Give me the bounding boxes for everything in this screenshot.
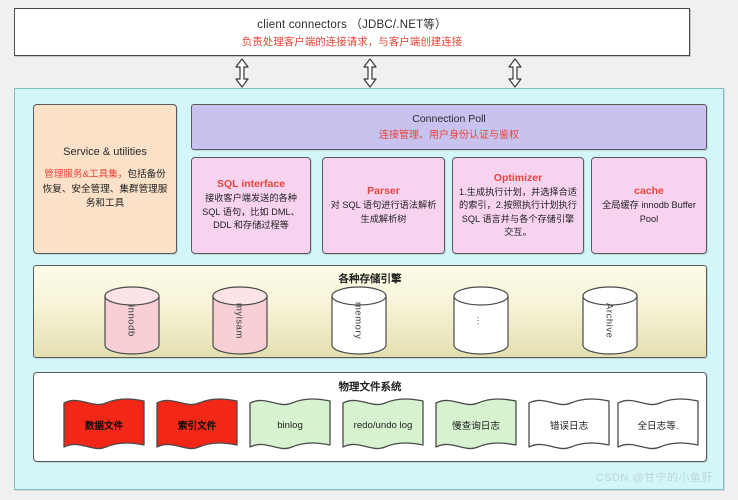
cylinder-icon <box>331 286 387 355</box>
cache-body: 全局缓存 innodb Buffer Pool <box>602 200 696 224</box>
wave-banner-icon <box>342 398 424 450</box>
service-utilities-text: 包括备份恢复、安全管理、集群管理服务和工具 <box>42 168 168 210</box>
parser-body: 对 SQL 语句进行语法解析生成解析树 <box>330 200 437 224</box>
sql-interface-box: SQL interface 接收客户端发送的各种 SQL 语句，比如 DML、D… <box>191 157 311 254</box>
file-slow-query-log: 慢查询日志 <box>432 397 520 453</box>
service-utilities-title: Service & utilities <box>63 145 147 158</box>
storage-engines-band: 各种存储引擎 innodb myisam <box>33 265 707 358</box>
client-connectors-title: client connectors （JDBC/.NET等） <box>257 18 447 31</box>
mysql-server-panel: Service & utilities 管理服务&工具集，包括备份恢复、安全管理… <box>14 88 724 490</box>
storage-engine-list: innodb myisam memory <box>34 286 708 356</box>
file-binlog: binlog <box>246 397 334 453</box>
cylinder-icon <box>104 286 160 355</box>
sql-interface-title: SQL interface <box>216 178 286 191</box>
storage-engine-label: myisam <box>234 302 246 339</box>
storage-engine-memory: memory <box>330 286 388 355</box>
connector-arrow-center <box>360 58 380 88</box>
file-list: 数据文件 索引文件 binlog <box>34 397 708 455</box>
double-arrow-icon <box>363 58 377 88</box>
file-redo-undo-log: redo/undo log <box>339 397 427 453</box>
double-arrow-icon <box>508 58 522 88</box>
watermark: CSDN @甘宁的小鱼肝 <box>595 472 713 484</box>
file-data-files: 数据文件 <box>60 397 148 453</box>
cylinder-icon <box>212 286 268 355</box>
client-connectors-box: client connectors （JDBC/.NET等） 负责处理客户端的连… <box>14 8 690 56</box>
service-utilities-highlight: 管理服务&工具集， <box>44 168 128 180</box>
sql-interface-body: 接收客户端发送的各种 SQL 语句，比如 DML、DDL 和存储过程等 <box>202 193 300 231</box>
client-connectors-subtitle: 负责处理客户端的连接请求，与客户端创建连接 <box>241 35 463 48</box>
connection-pool-title: Connection Poll <box>412 113 486 125</box>
file-index-files: 索引文件 <box>153 397 241 453</box>
cylinder-icon <box>582 286 638 355</box>
storage-engine-label: Archive <box>604 302 616 339</box>
physical-filesystem-band: 物理文件系统 数据文件 索引文件 <box>33 372 707 462</box>
cache-box: cache 全局缓存 innodb Buffer Pool <box>591 157 707 254</box>
service-utilities-body: 管理服务&工具集，包括备份恢复、安全管理、集群管理服务和工具 <box>42 168 168 213</box>
double-arrow-icon <box>235 58 249 88</box>
wave-banner-icon <box>63 398 145 450</box>
cylinder-icon <box>453 286 509 355</box>
file-error-log: 错误日志 <box>525 397 613 453</box>
wave-banner-icon <box>617 398 699 450</box>
cache-title: cache <box>634 185 664 198</box>
optimizer-body: 1.生成执行计划，并选择合适的索引，2.按照执行计划执行 SQL 语言并与各个存… <box>459 186 577 237</box>
storage-engines-title: 各种存储引擎 <box>338 273 402 285</box>
physical-filesystem-title: 物理文件系统 <box>338 381 402 393</box>
storage-engine-myisam: myisam <box>211 286 269 355</box>
parser-title: Parser <box>367 185 400 198</box>
optimizer-box: Optimizer 1.生成执行计划，并选择合适的索引，2.按照执行计划执行 S… <box>452 157 584 254</box>
sql-layer-row: SQL interface 接收客户端发送的各种 SQL 语句，比如 DML、D… <box>191 157 707 254</box>
connector-arrow-left <box>232 58 252 88</box>
wave-banner-icon <box>435 398 517 450</box>
file-general-log: 全日志等. <box>614 397 702 453</box>
storage-engine-more: ... <box>452 286 510 355</box>
wave-banner-icon <box>528 398 610 450</box>
service-utilities-box: Service & utilities 管理服务&工具集，包括备份恢复、安全管理… <box>33 104 177 254</box>
connection-pool-box: Connection Poll 连接管理、用户身份认证与鉴权 <box>191 104 707 150</box>
connection-pool-subtitle: 连接管理、用户身份认证与鉴权 <box>379 130 519 141</box>
wave-banner-icon <box>156 398 238 450</box>
optimizer-title: Optimizer <box>493 171 543 184</box>
storage-engine-label: memory <box>353 301 365 340</box>
storage-engine-label: innodb <box>126 304 138 337</box>
storage-engine-innodb: innodb <box>103 286 161 355</box>
connector-arrow-right <box>505 58 525 88</box>
wave-banner-icon <box>249 398 331 450</box>
parser-box: Parser 对 SQL 语句进行语法解析生成解析树 <box>322 157 445 254</box>
storage-engine-archive: Archive <box>581 286 639 355</box>
storage-engine-label: ... <box>475 315 487 326</box>
